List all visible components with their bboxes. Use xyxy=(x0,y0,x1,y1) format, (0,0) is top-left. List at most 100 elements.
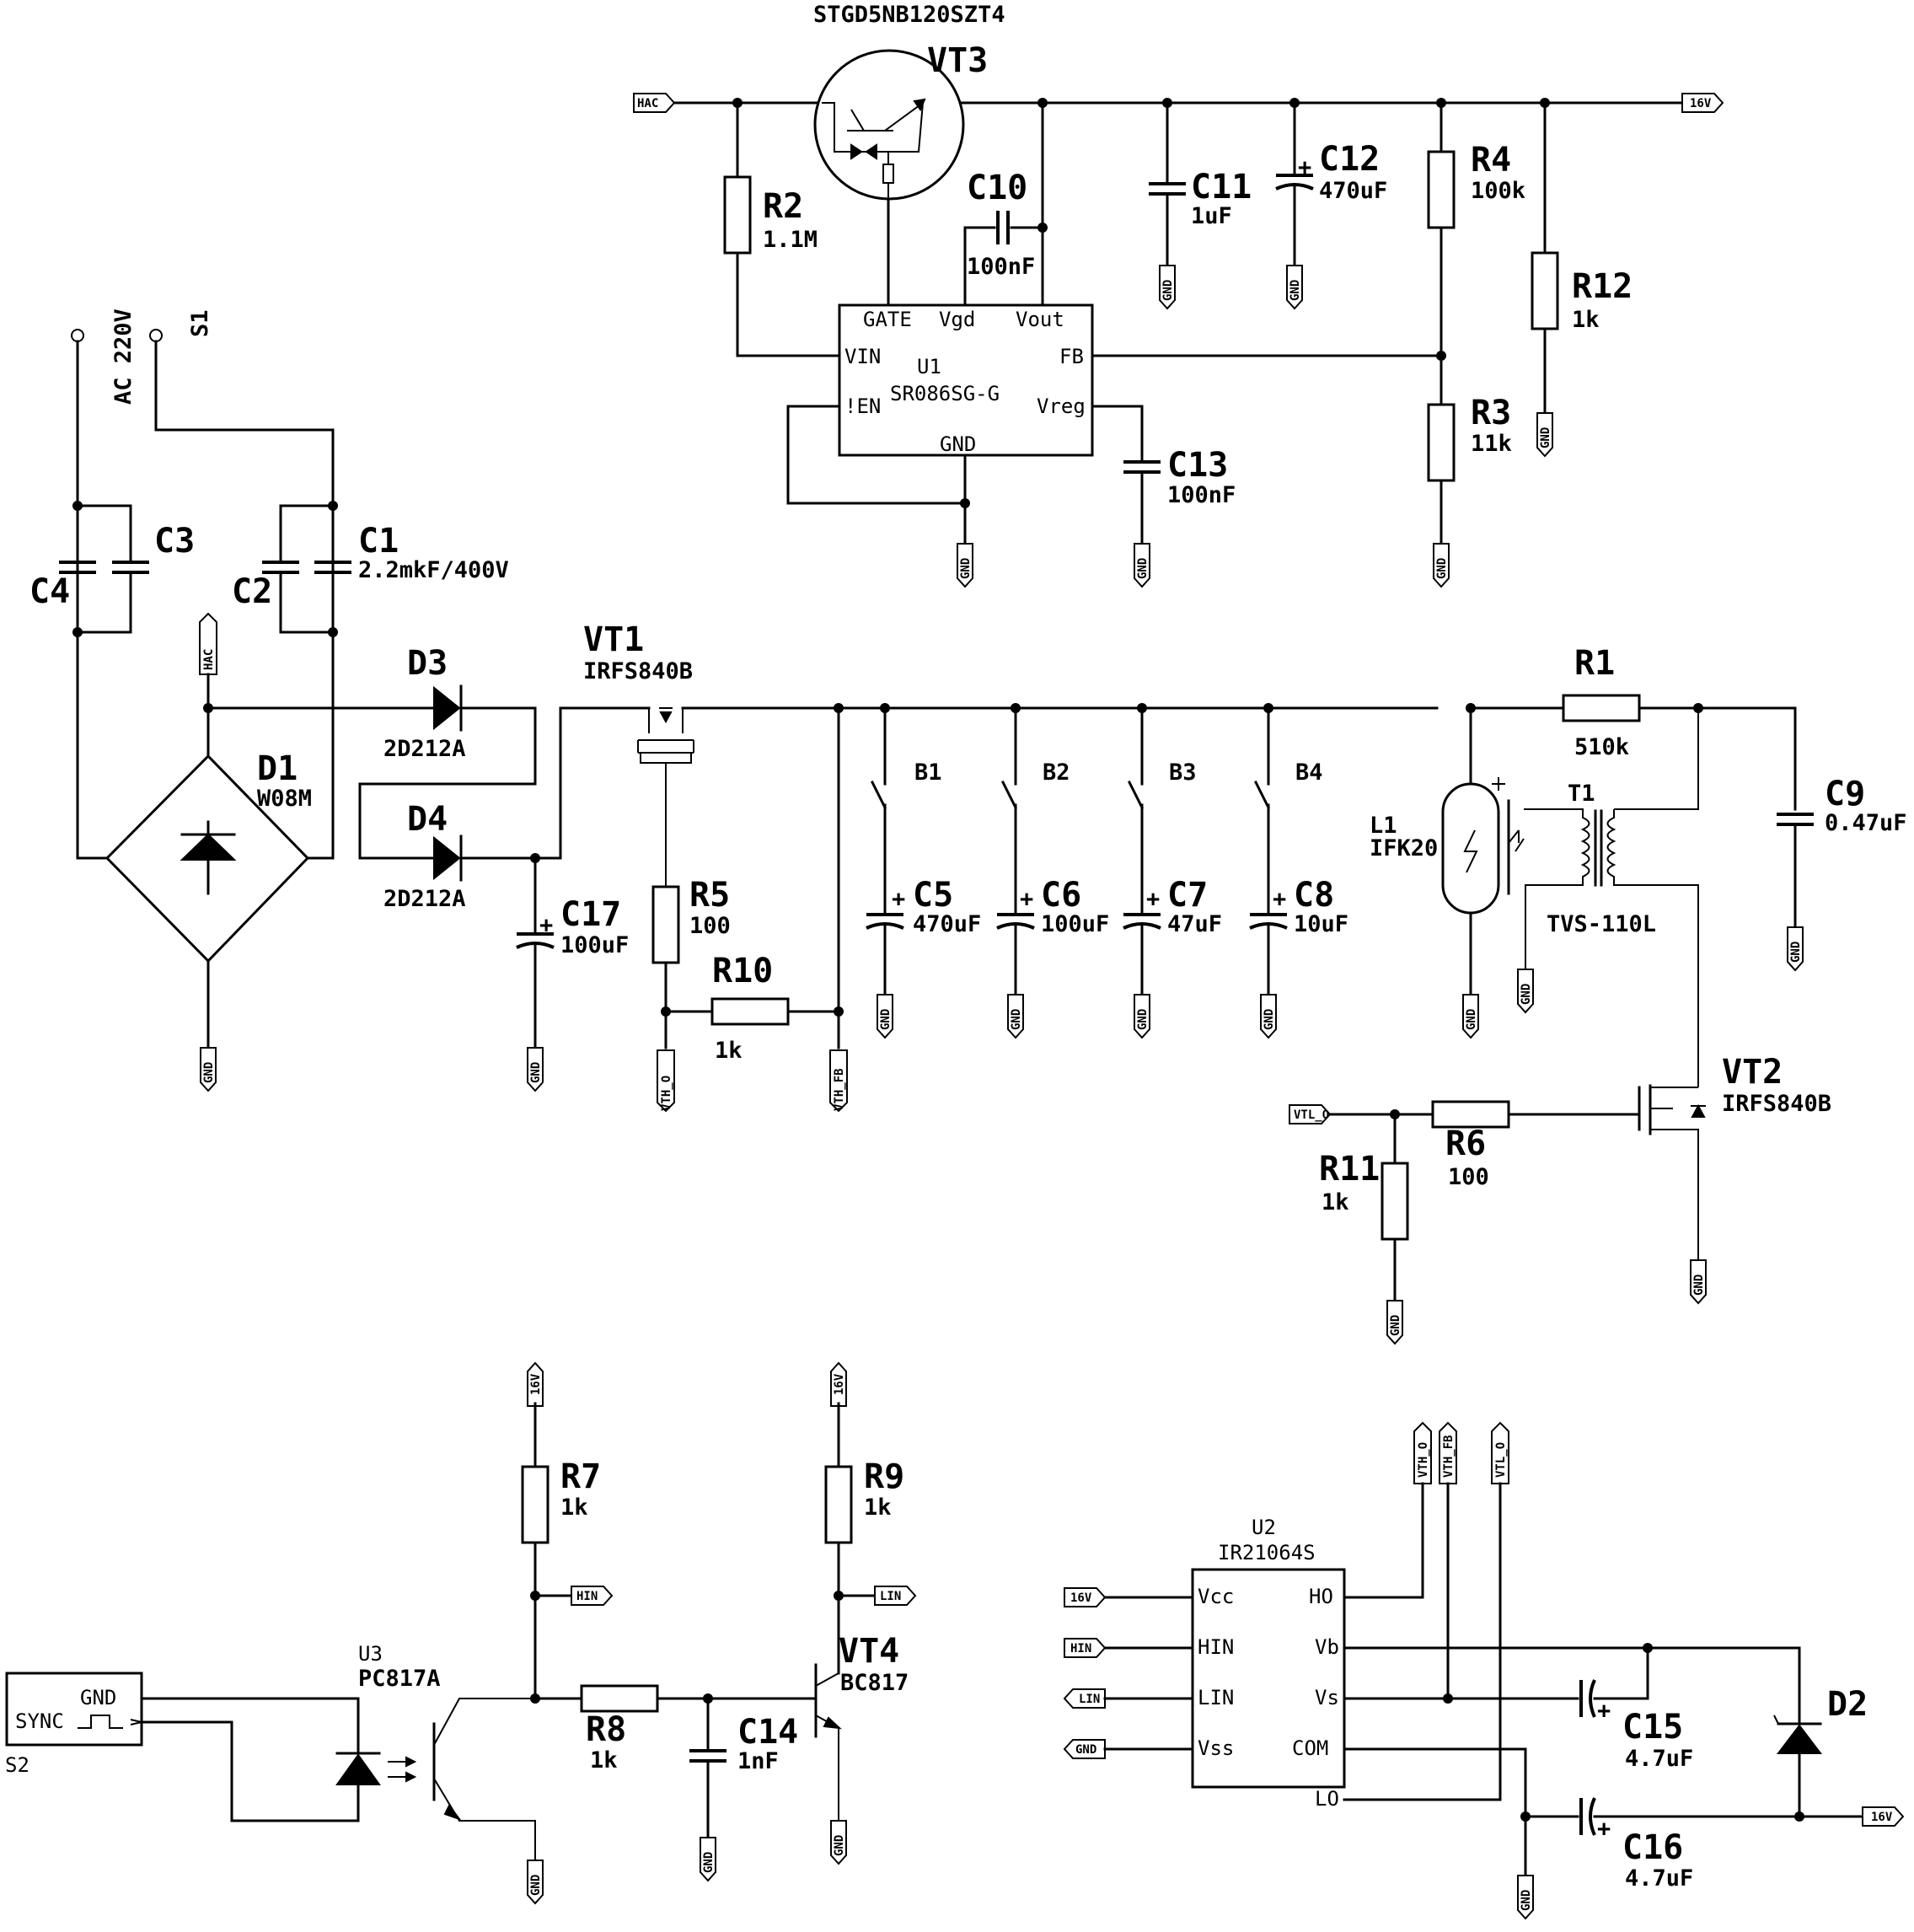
c12-plus: + xyxy=(1298,154,1311,180)
r12-ref: R12 xyxy=(1572,267,1633,306)
d1-ref: D1 xyxy=(257,749,298,788)
u3-ref: U3 xyxy=(358,1642,383,1666)
u1-part: SR086SG-G xyxy=(890,382,1000,405)
port-vth-o: VTH_O xyxy=(657,1049,675,1112)
r6-ref: R6 xyxy=(1445,1124,1486,1163)
d1-value: W08M xyxy=(257,786,312,812)
c17-ref: C17 xyxy=(560,895,621,934)
t1-value: TVS-110L xyxy=(1547,911,1656,937)
c9-value: 0.47uF xyxy=(1825,810,1907,836)
c12-value: 470uF xyxy=(1319,178,1387,204)
c7-ref: C7 xyxy=(1167,876,1208,915)
u2-part: IR21064S xyxy=(1218,1541,1316,1564)
port-vtl-o: VTL_O xyxy=(1289,1104,1331,1124)
u1-pin-vreg: Vreg xyxy=(1037,394,1086,418)
l1-ref: L1 xyxy=(1370,813,1397,839)
port-vtl-o-u2-label: VTL_O xyxy=(1494,1442,1508,1478)
port-hac-bridge-label: HAC xyxy=(202,649,216,670)
c4-ref: C4 xyxy=(29,572,70,611)
gnd-c11-label: GND xyxy=(1161,280,1175,301)
port-16v-r9: 16V xyxy=(830,1362,847,1407)
u1-pin-vgd: Vgd xyxy=(939,308,975,331)
u2-pin-vb: Vb xyxy=(1315,1635,1339,1659)
port-16v-r7: 16V xyxy=(527,1362,544,1407)
u2-pin-lin: LIN xyxy=(1198,1686,1234,1709)
u2-pin-hin: HIN xyxy=(1198,1635,1234,1659)
c16-value: 4.7uF xyxy=(1625,1865,1693,1892)
c17-plus: + xyxy=(539,912,553,938)
c8-ref: C8 xyxy=(1294,876,1334,915)
s1-terminal xyxy=(149,329,163,342)
r3-ref: R3 xyxy=(1471,394,1511,432)
c1-value: 2.2mkF/400V xyxy=(358,557,509,583)
c16-ref: C16 xyxy=(1622,1828,1683,1867)
gnd-r12-label: GND xyxy=(1539,427,1552,448)
port-vth-fb-u2-label: VTH_FB xyxy=(1442,1435,1456,1478)
vt1-ref: VT1 xyxy=(583,620,644,659)
vt3-ref: VT3 xyxy=(927,41,988,80)
r4-ref: R4 xyxy=(1471,141,1511,180)
gnd-u1-label: GND xyxy=(959,558,973,579)
port-lin-u2: LIN xyxy=(1064,1688,1106,1709)
gnd-c12-label: GND xyxy=(1289,280,1302,301)
c12-ref: C12 xyxy=(1319,140,1380,179)
u3-optocoupler xyxy=(335,1698,536,1861)
r2-value: 1.1M xyxy=(763,227,818,253)
d3-ref: D3 xyxy=(407,644,448,683)
gnd-b3-label: GND xyxy=(1136,1009,1150,1030)
r12-value: 1k xyxy=(1572,307,1600,333)
s2-gnd-pin: GND xyxy=(80,1686,116,1709)
vt2-mosfet xyxy=(1638,1084,1706,1260)
vt2-value: IRFS840B xyxy=(1722,1091,1831,1117)
r5-ref: R5 xyxy=(689,876,730,915)
u1-pin-vin: VIN xyxy=(844,345,881,368)
d2-ref: D2 xyxy=(1827,1685,1868,1724)
port-vth-fb-label: VTH_FB xyxy=(833,1068,846,1111)
ac-label: AC 220V xyxy=(110,309,137,405)
u1-ref: U1 xyxy=(917,355,941,378)
port-16v-top: 16V xyxy=(1681,93,1724,113)
t1-transformer xyxy=(1508,708,1699,1087)
bank-b1: GND xyxy=(865,703,905,1038)
port-16v-d2-label: 16V xyxy=(1871,1811,1893,1824)
vt4-ref: VT4 xyxy=(839,1632,899,1671)
gnd-c17-label: GND xyxy=(529,1062,543,1083)
gnd-l1-label: GND xyxy=(1465,1009,1478,1030)
c7-value: 47uF xyxy=(1167,911,1222,937)
u2-chip xyxy=(1191,1568,1346,1789)
c15-value: 4.7uF xyxy=(1625,1746,1693,1772)
c6-ref: C6 xyxy=(1041,876,1081,915)
gnd-d1: GND xyxy=(200,1047,217,1092)
r5-value: 100 xyxy=(689,913,731,939)
port-vth-fb-u2: VTH_FB xyxy=(1439,1422,1457,1484)
port-lin-u2-label: LIN xyxy=(1079,1693,1100,1706)
u2-pin-vcc: Vcc xyxy=(1198,1585,1234,1608)
c5-ref: C5 xyxy=(913,876,953,915)
r8-value: 1k xyxy=(590,1747,618,1774)
c15-ref: C15 xyxy=(1622,1708,1683,1747)
c5-value: 470uF xyxy=(913,911,981,937)
r6-value: 100 xyxy=(1448,1164,1489,1190)
r7-ref: R7 xyxy=(560,1457,601,1496)
c14-value: 1nF xyxy=(737,1748,779,1774)
r11-value: 1k xyxy=(1322,1189,1349,1216)
u2-pin-vss: Vss xyxy=(1198,1736,1234,1760)
c3-ref: C3 xyxy=(154,522,195,561)
port-vth-o-u2: VTH_O xyxy=(1413,1422,1432,1484)
port-16v-r7-label: 16V xyxy=(529,1373,543,1395)
port-16v-u2: 16V xyxy=(1064,1587,1106,1607)
u2-pin-ho: HO xyxy=(1309,1585,1333,1608)
c11-value: 1uF xyxy=(1191,203,1232,229)
c2-ref: C2 xyxy=(232,572,272,611)
bank-b3: GND xyxy=(1122,703,1162,1038)
gnd-c17: GND xyxy=(527,1047,544,1092)
c13-value: 100nF xyxy=(1167,482,1236,508)
c10-ref: C10 xyxy=(967,169,1027,207)
u3-value: PC817A xyxy=(358,1666,441,1692)
r9-ref: R9 xyxy=(864,1457,904,1496)
r10-ref: R10 xyxy=(712,952,773,990)
gnd-c9-label: GND xyxy=(1789,942,1803,963)
b2-ref: B2 xyxy=(1043,759,1070,786)
s2-ref: S2 xyxy=(5,1753,29,1777)
gnd-c14-label: GND xyxy=(702,1852,716,1873)
